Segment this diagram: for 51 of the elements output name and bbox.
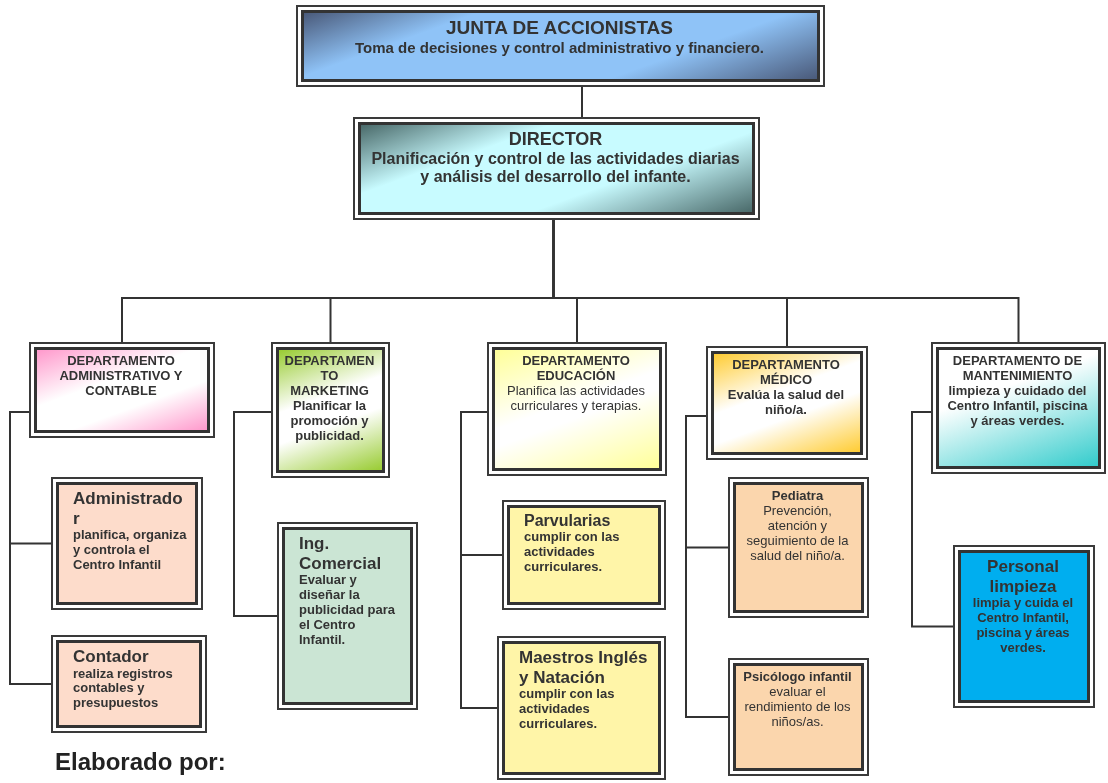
connector-line — [685, 415, 729, 718]
org-box — [51, 635, 207, 733]
box-text: Evaluar y diseñar la publicidad para el Centro Infantil. — [299, 573, 397, 648]
org-box — [931, 342, 1106, 474]
org-box — [487, 342, 667, 476]
box-text: Evalúa la salud del niño/a. — [726, 387, 846, 418]
box-text: Toma de decisiones y control administrativo y financiero. — [354, 38, 765, 57]
box-heading: Pediatra — [770, 489, 825, 504]
org-box — [51, 477, 203, 610]
box-heading: Contador — [73, 647, 150, 667]
org-box — [728, 658, 869, 776]
org-box — [706, 346, 868, 460]
box-heading: Administrador — [73, 489, 184, 529]
org-box — [29, 342, 215, 438]
org-box — [728, 477, 869, 618]
org-box — [296, 5, 825, 87]
box-text: Prevención, atención y seguimiento de la salud del niño/a. — [745, 503, 850, 564]
box-heading: Parvularias — [524, 512, 612, 531]
box-heading: Personal limpieza — [986, 557, 1060, 597]
org-box — [497, 636, 666, 780]
box-heading: Maestros Inglés y Natación — [519, 648, 649, 688]
connector-line — [233, 411, 278, 617]
connector-line — [9, 411, 52, 685]
connector-line — [911, 411, 954, 628]
connector-line — [581, 86, 583, 118]
connector-line — [460, 411, 498, 709]
org-box — [502, 500, 666, 610]
box-text: evaluar el rendimiento de los niños/as. — [743, 684, 852, 730]
org-box — [271, 342, 390, 478]
org-box — [277, 522, 418, 710]
org-box — [953, 545, 1095, 708]
box-heading: DEPARTAMENTO MÉDICO — [731, 358, 841, 388]
box-text: Planifica las actividades curriculares y terapias. — [506, 383, 646, 414]
box-heading: DIRECTOR — [507, 129, 604, 150]
box-text: cumplir con las actividades curriculares. — [519, 687, 616, 732]
credit-note: Elaborado por: — [55, 748, 226, 776]
box-text: limpieza y cuidado del Centro Infantil, piscina y áreas verdes. — [946, 383, 1089, 429]
connector-line — [552, 219, 1020, 343]
box-heading: DEPARTAMENTO EDUCACIÓN — [521, 354, 631, 384]
box-text: cumplir con las actividades curriculares. — [524, 530, 621, 576]
box-heading: DEPARTAMENTO MARKETING — [283, 354, 376, 399]
box-heading: Ing. Comercial — [299, 534, 383, 574]
box-heading: JUNTA DE ACCIONISTAS — [445, 17, 674, 39]
box-text: Planificación y control de las actividades diarias y análisis del desarrollo del infante. — [370, 149, 741, 187]
org-box — [353, 117, 760, 220]
box-heading: DEPARTAMENTO ADMINISTRATIVO Y CONTABLE — [58, 354, 184, 399]
box-heading: Psicólogo infantil — [742, 670, 853, 685]
box-text: Planificar la promoción y publicidad. — [289, 398, 370, 444]
box-text: limpia y cuida el Centro Infantil, piscina y áreas verdes. — [971, 596, 1075, 656]
box-text: realiza registros contables y presupuestos — [73, 666, 174, 712]
box-text: planifica, organiza y controla el Centro Infantil — [73, 528, 188, 573]
